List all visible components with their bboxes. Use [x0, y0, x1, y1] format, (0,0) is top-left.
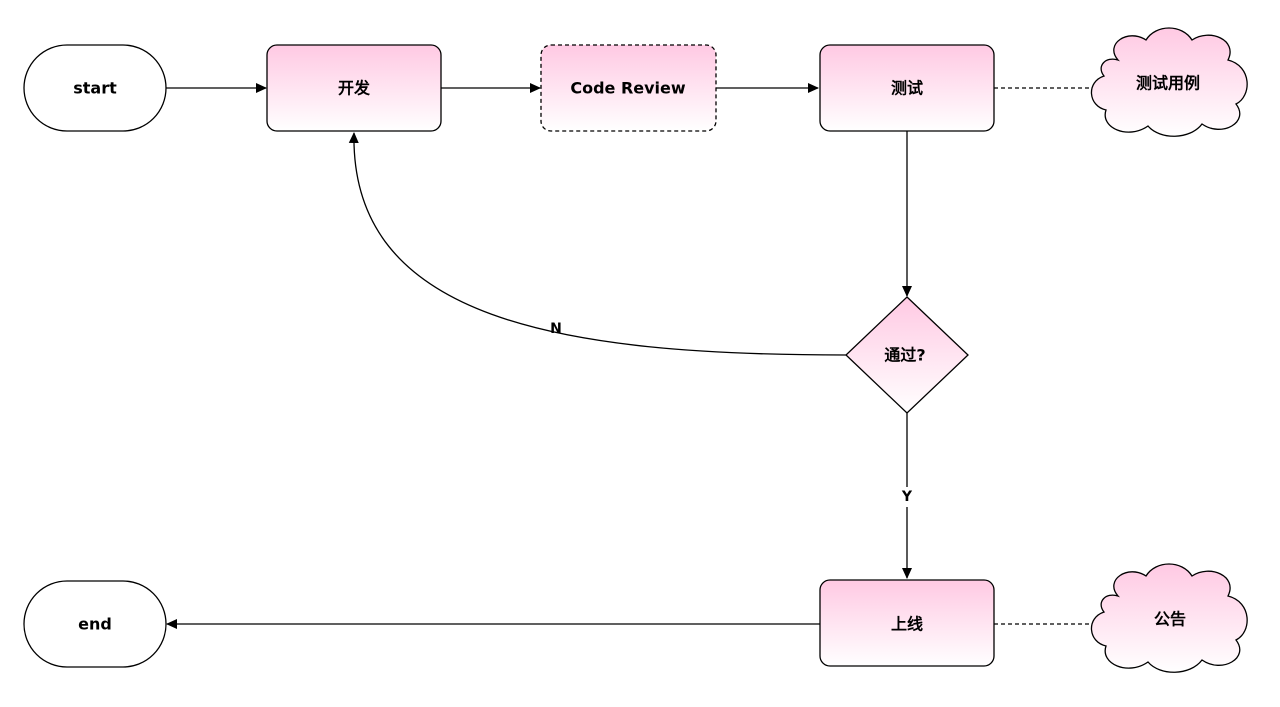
node-test[interactable]: 测试 — [819, 44, 995, 132]
edge-label-yes: Y — [901, 489, 913, 505]
node-end[interactable]: end — [23, 580, 167, 668]
node-label: Code Review — [570, 79, 686, 98]
node-notice[interactable]: 公告 — [1090, 563, 1248, 673]
node-label: 开发 — [338, 79, 371, 98]
node-label: end — [78, 615, 112, 634]
node-code-review[interactable]: Code Review — [540, 44, 717, 132]
edge-label-no: N — [550, 321, 562, 337]
cloud-shape — [1090, 563, 1248, 673]
node-label: 通过? — [884, 346, 925, 365]
node-label: start — [73, 79, 117, 98]
edge-label-yes-bg — [898, 487, 916, 507]
cloud-shape — [1090, 27, 1248, 137]
node-label: 上线 — [891, 615, 923, 634]
node-label: 测试 — [891, 79, 923, 98]
process-shape — [819, 44, 995, 132]
node-start[interactable]: start — [23, 44, 167, 132]
terminal-shape — [23, 580, 167, 668]
node-release[interactable]: 上线 — [819, 579, 995, 667]
process-shape-dashed — [540, 44, 717, 132]
node-test-cases[interactable]: 测试用例 — [1090, 27, 1248, 137]
terminal-shape — [23, 44, 167, 132]
edge-pass-to-dev-no — [348, 132, 847, 356]
process-shape — [266, 44, 442, 132]
process-shape — [819, 579, 995, 667]
node-dev[interactable]: 开发 — [266, 44, 442, 132]
node-pass-decision[interactable]: 通过? — [845, 296, 969, 414]
decision-shape — [845, 296, 969, 414]
node-label: 测试用例 — [1136, 74, 1200, 93]
node-label: 公告 — [1154, 610, 1186, 629]
